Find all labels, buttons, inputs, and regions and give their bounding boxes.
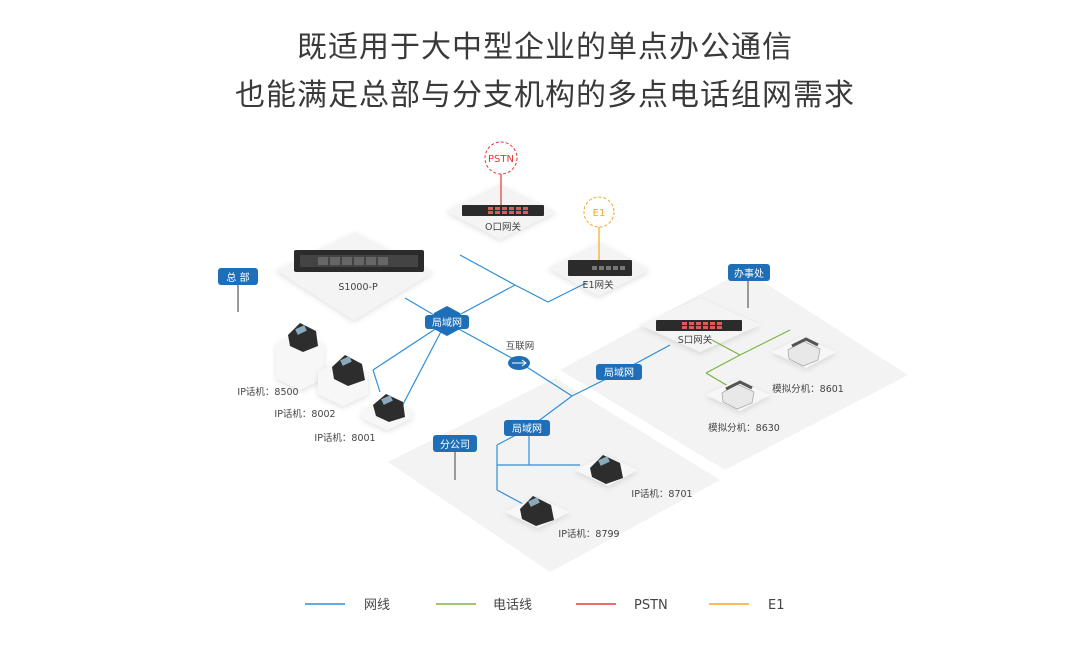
- server-icon: S1000-P: [294, 250, 424, 293]
- legend-label: 电话线: [493, 598, 532, 613]
- hq-tag: 总 部: [218, 268, 258, 312]
- lan-branch-node: 局域网: [504, 420, 550, 436]
- hq-phone-8500: IP话机：8500: [237, 323, 324, 398]
- phone-8701-label: IP话机：8701: [631, 488, 692, 500]
- legend-label: E1: [768, 598, 785, 613]
- branch-phone-8799: IP话机：8799: [505, 496, 620, 540]
- branch-platform: [388, 378, 720, 572]
- analog-phone-8601: 模拟分机：8601: [772, 337, 844, 395]
- internet-node: 互联网: [506, 341, 535, 370]
- e1-gateway-label: E1网关: [582, 279, 614, 291]
- analog-phone-8630: 模拟分机：8630: [706, 380, 780, 434]
- legend-item-pstn: PSTN: [576, 598, 668, 613]
- e1-gateway-icon: E1网关: [568, 260, 632, 291]
- branch-tag: 分公司: [433, 435, 477, 480]
- phone-8500-label: IP话机：8500: [237, 386, 298, 398]
- branch-tag-label: 分公司: [440, 439, 470, 451]
- ip-phone-icon: [332, 355, 365, 386]
- platforms: [276, 184, 908, 572]
- phone-8002-label: IP话机：8002: [274, 408, 335, 420]
- s-gateway-label: S口网关: [678, 334, 713, 346]
- hq-platform-server: [276, 232, 433, 320]
- lan-branch-label: 局域网: [512, 422, 542, 435]
- lan-hq-label: 局域网: [432, 316, 462, 329]
- lan-hq-node: 局域网: [425, 306, 469, 336]
- legend-label: PSTN: [634, 598, 668, 613]
- internet-label: 互联网: [506, 341, 535, 352]
- ip-phone-icon: [590, 455, 623, 484]
- hq-tag-label: 总 部: [226, 271, 249, 284]
- branch-phone-8701: IP话机：8701: [575, 455, 693, 500]
- legend-item-network: 网线: [305, 598, 390, 613]
- o-gateway-label: O口网关: [485, 221, 521, 233]
- hq-phone-8002: IP话机：8002: [274, 355, 368, 420]
- pstn-label: PSTN: [488, 154, 514, 165]
- legend-item-e1: E1: [709, 598, 785, 613]
- lan-office-label: 局域网: [604, 366, 634, 379]
- network-lines: [372, 254, 671, 506]
- analog-8601-label: 模拟分机：8601: [772, 383, 844, 395]
- headline-line-2: 也能满足总部与分支机构的多点电话组网需求: [235, 78, 855, 113]
- o-gateway-icon: O口网关: [462, 205, 544, 233]
- headline-line-1: 既适用于大中型企业的单点办公通信: [297, 30, 793, 65]
- server-label: S1000-P: [338, 282, 378, 293]
- s-gateway-icon: S口网关: [656, 320, 742, 346]
- hq-phone-8001: IP话机：8001: [314, 394, 412, 444]
- legend-label: 网线: [364, 598, 390, 613]
- office-tag: 办事处: [728, 264, 770, 308]
- ip-phone-icon: [288, 323, 318, 352]
- e1-label: E1: [593, 208, 606, 219]
- ip-phone-icon: [373, 394, 405, 422]
- legend-item-phone-line: 电话线: [436, 598, 532, 613]
- phone-lines: [705, 329, 791, 394]
- legend: 网线 电话线 PSTN E1: [305, 598, 785, 613]
- e1-badge: E1: [583, 196, 615, 228]
- analog-8630-label: 模拟分机：8630: [708, 422, 780, 434]
- lan-office-node: 局域网: [596, 364, 642, 380]
- office-platform: [560, 270, 908, 470]
- phone-8799-label: IP话机：8799: [558, 528, 619, 540]
- ip-phone-icon: [520, 496, 554, 526]
- phone-8001-label: IP话机：8001: [314, 432, 375, 444]
- pstn-badge: PSTN: [484, 141, 518, 175]
- office-tag-label: 办事处: [734, 267, 764, 280]
